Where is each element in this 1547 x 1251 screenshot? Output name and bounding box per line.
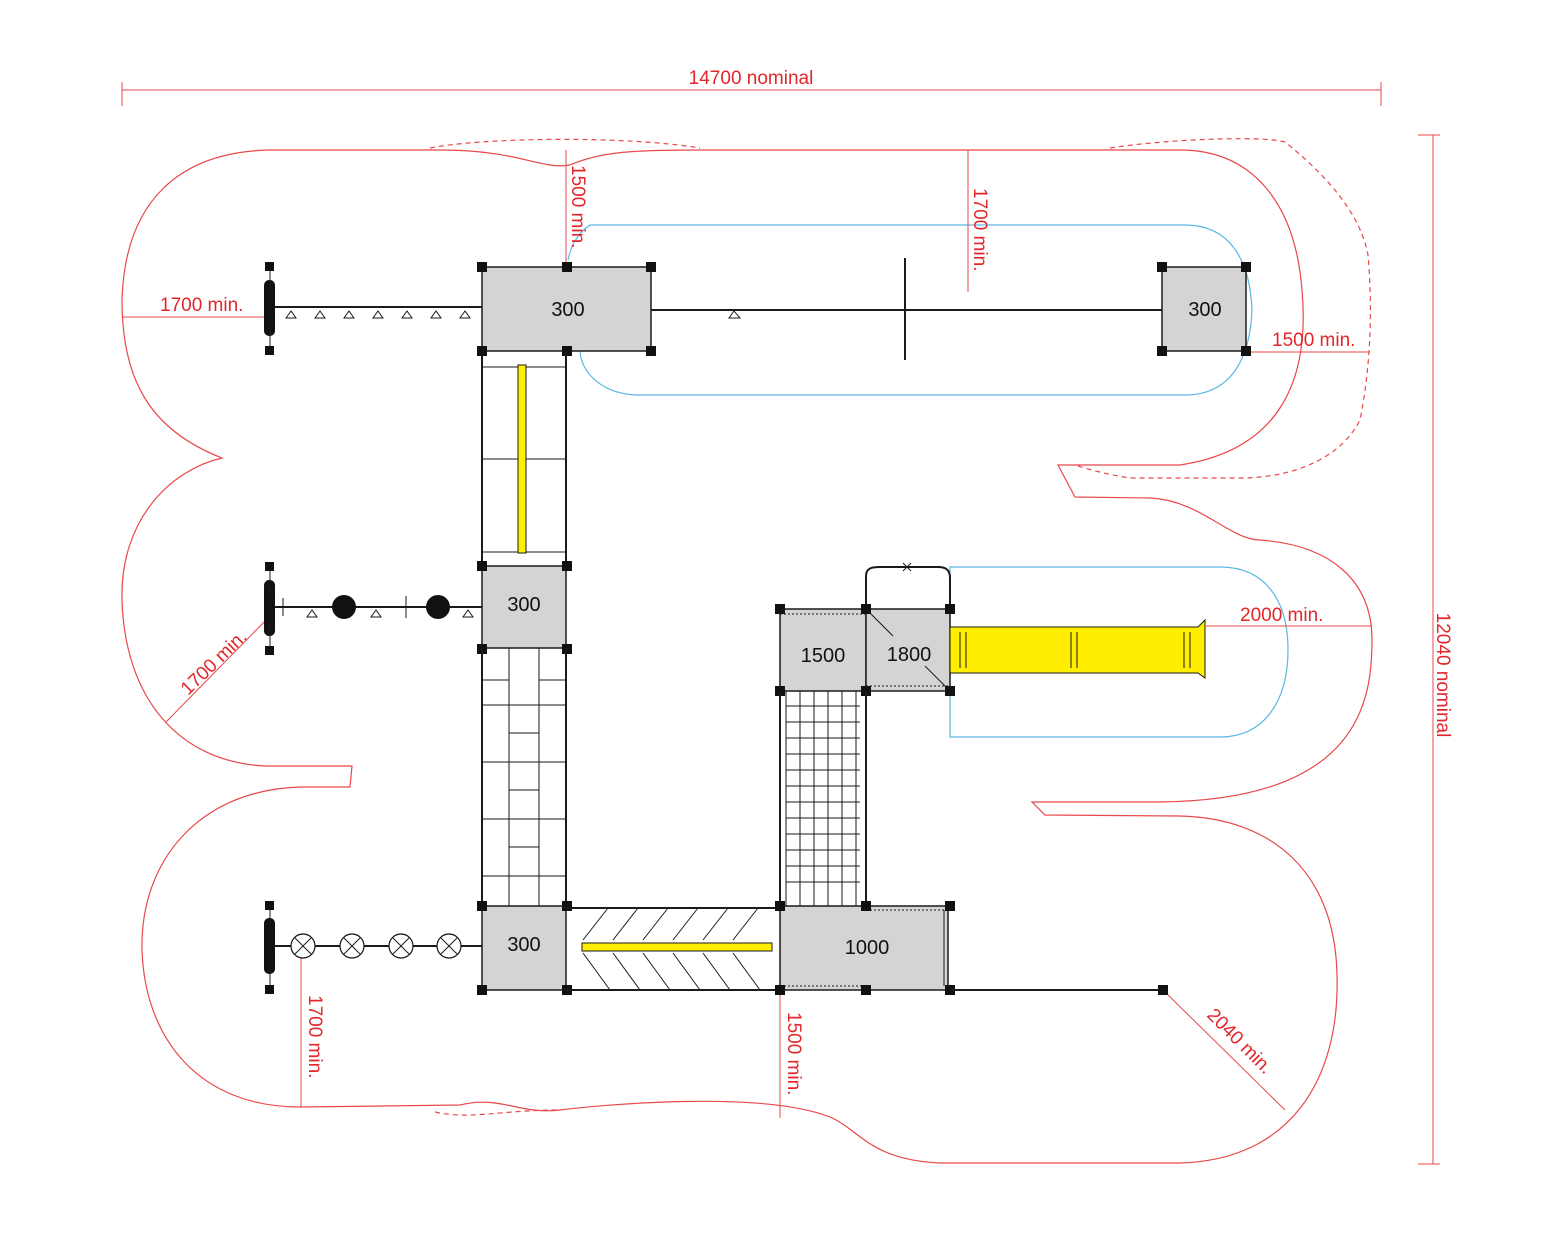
spinner-3 <box>388 933 414 959</box>
top-run-zone <box>579 224 1253 396</box>
spinner-1 <box>290 933 316 959</box>
overall-width-label: 14700 nominal <box>689 68 814 89</box>
spinner-2 <box>339 933 365 959</box>
bottom-spinner-run <box>264 901 482 994</box>
deck-center-right-label: 1800 <box>887 644 932 666</box>
deck-center-left-label: 1500 <box>801 645 846 667</box>
dim-left-top: 1700 min. <box>160 295 243 316</box>
deck-bottom-left: 300 <box>477 901 572 995</box>
dim-top-mid: 1500 min. <box>567 165 588 248</box>
overall-width-dimension: 14700 nominal <box>121 68 1382 106</box>
safety-zone-outline <box>121 138 1373 1164</box>
bottom-right-beam <box>950 985 1168 995</box>
top-hand-ring-run <box>264 262 482 355</box>
overall-height-dimension: 12040 nominal <box>1418 134 1453 1165</box>
dim-left-bottom: 1700 min. <box>304 995 325 1078</box>
deck-top-left: 300 <box>477 262 656 356</box>
bottom-bridge <box>566 907 780 991</box>
ladder-link-top <box>481 351 567 566</box>
deck-top-left-label: 300 <box>551 299 584 321</box>
deck-bottom-center-label: 1000 <box>845 937 890 959</box>
climbing-net-left <box>481 648 567 906</box>
dim-left-mid: 1700 min. <box>177 627 252 700</box>
deck-mid-left-label: 300 <box>507 594 540 616</box>
overall-height-label: 12040 nominal <box>1432 613 1453 738</box>
center-tower: 1500 1800 <box>775 562 955 696</box>
dim-top-right: 1700 min. <box>969 188 990 271</box>
deck-mid-left: 300 <box>477 561 572 654</box>
deck-bottom-left-label: 300 <box>507 934 540 956</box>
tower-roof-arch <box>865 566 951 609</box>
dim-right-slide: 2000 min. <box>1240 605 1323 626</box>
bridge-handrail-bar <box>581 942 773 952</box>
slide-run-zone <box>949 566 1289 738</box>
climbing-net-center <box>779 691 867 906</box>
spinner-4 <box>436 933 462 959</box>
top-beam <box>651 258 1162 360</box>
fire-pole-bar <box>517 364 527 554</box>
deck-top-right: 300 <box>1157 262 1251 356</box>
deck-top-right-label: 300 <box>1188 299 1221 321</box>
slide-zones <box>567 224 1289 738</box>
dim-bottom-right: 2040 min. <box>1202 1005 1276 1079</box>
stepping-pod-1 <box>332 595 356 619</box>
deck-bottom-center: 1000 <box>775 901 955 995</box>
mid-activity-run <box>264 562 482 655</box>
dim-right-top: 1500 min. <box>1272 330 1355 351</box>
dim-bottom-mid: 1500 min. <box>783 1012 804 1095</box>
stepping-pod-2 <box>426 595 450 619</box>
slide <box>949 618 1206 679</box>
